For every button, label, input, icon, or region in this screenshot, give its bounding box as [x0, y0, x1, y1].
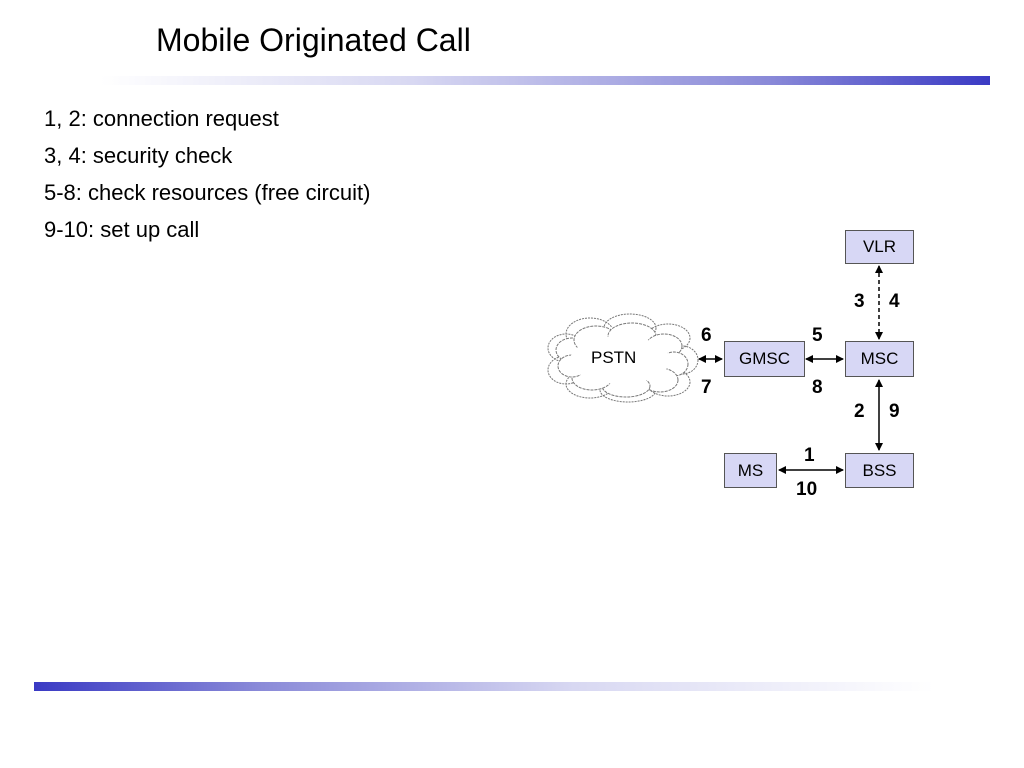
edge-label: 2	[854, 401, 865, 422]
slide-title: Mobile Originated Call	[156, 22, 471, 58]
bullet-list: 1, 2: connection request 3, 4: security …	[44, 100, 370, 248]
edge-label: 6	[701, 325, 712, 346]
bullet-item: 3, 4: security check	[44, 143, 233, 168]
bullet-item: 5-8: check resources (free circuit)	[44, 180, 371, 205]
bullet-item: 9-10: set up call	[44, 217, 200, 242]
bullet-item: 1, 2: connection request	[44, 106, 279, 131]
title-divider	[100, 76, 990, 85]
edge-label: 4	[889, 291, 900, 312]
node-vlr[interactable]: VLR	[845, 230, 914, 264]
edge-label: 9	[889, 401, 900, 422]
edge-label: 3	[854, 291, 865, 312]
edge-label: 7	[701, 377, 712, 398]
pstn-cloud	[547, 313, 699, 403]
footer-divider	[34, 682, 934, 691]
pstn-label: PSTN	[591, 348, 637, 367]
node-ms[interactable]: MS	[724, 453, 777, 488]
node-gmsc[interactable]: GMSC	[724, 341, 805, 377]
edge-label: 8	[812, 377, 823, 398]
edge-label: 5	[812, 325, 823, 346]
node-msc[interactable]: MSC	[845, 341, 914, 377]
edge-label: 1	[804, 445, 815, 466]
edge-label: 10	[796, 479, 818, 500]
node-bss[interactable]: BSS	[845, 453, 914, 488]
